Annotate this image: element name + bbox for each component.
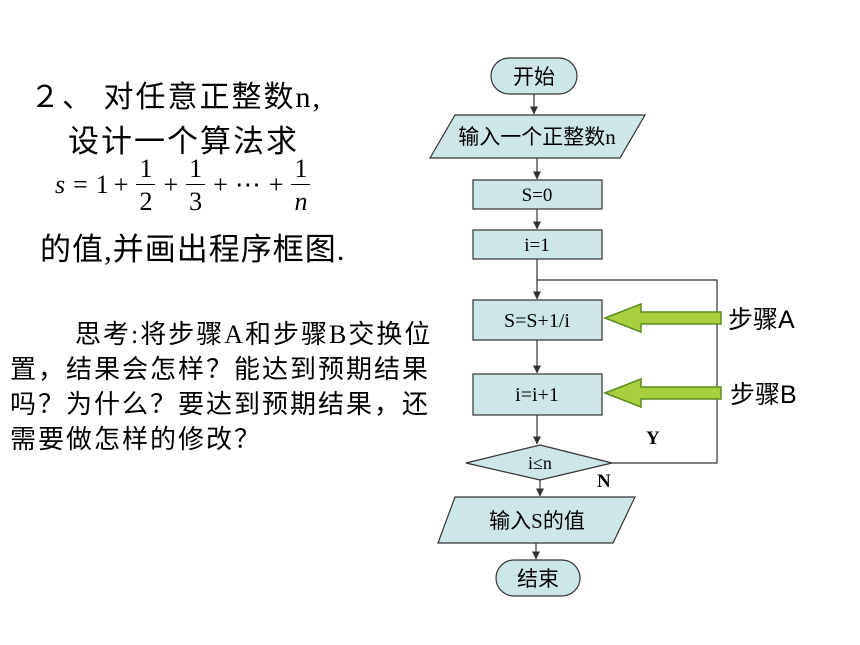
step-b-box [472, 373, 603, 416]
step-b-pointer-arrow [602, 377, 722, 409]
fraction-denominator: 3 [189, 187, 203, 216]
formula-first-term: 1 [95, 170, 109, 199]
output-parallelogram [437, 496, 636, 544]
question-line-4: 需要做怎样的修改？ [10, 425, 263, 454]
init-s-label: S=0 [522, 185, 553, 206]
question-line-1: 思考:将步骤A和步骤B交换位 [75, 320, 433, 349]
init-i-box [472, 229, 603, 260]
formula-plus: + [163, 170, 179, 199]
step-b-box-label: i=i+1 [515, 384, 559, 406]
problem-line-1: ２、 对任意正整数n, [30, 81, 322, 114]
step-a-box-label: S=S+1/i [504, 310, 570, 332]
problem-line-2: 设计一个算法求 [68, 124, 299, 159]
fraction-denominator: n [294, 187, 308, 216]
loop-back-line [537, 279, 718, 464]
start-terminal [490, 57, 578, 95]
no-label: N [597, 471, 611, 492]
input-parallelogram [428, 114, 647, 159]
formula-plus: + [213, 170, 228, 199]
step-a-box [472, 299, 603, 341]
step-a-pointer-arrow [602, 302, 722, 334]
fraction-numerator: 1 [291, 154, 311, 185]
init-s-box [472, 179, 603, 210]
question-line-2: 置，结果会怎样？能达到预期结果 [10, 355, 431, 384]
problem-line-4: 的值,并画出程序框图. [40, 232, 346, 267]
step-a-label: 步骤A [728, 306, 795, 334]
formula-fraction-1-over-n: 1 n [291, 154, 311, 216]
formula-variable-s: s [55, 170, 66, 199]
fraction-denominator: 2 [139, 187, 153, 216]
end-label: 结束 [517, 567, 559, 591]
formula-ellipsis: ⋯ [234, 170, 262, 199]
condition-diamond [465, 444, 613, 481]
output-label: 输入S的值 [489, 509, 585, 533]
condition-label: i≤n [528, 453, 552, 473]
fraction-numerator: 1 [186, 154, 206, 185]
start-label: 开始 [513, 65, 555, 89]
fraction-numerator: 1 [136, 154, 156, 185]
yes-label: Y [646, 428, 660, 449]
formula-fraction-half: 1 2 [136, 154, 156, 216]
formula-equals: = [73, 170, 88, 199]
formula-fraction-third: 1 3 [186, 154, 206, 216]
step-b-label: 步骤B [730, 381, 797, 409]
formula-plus: + [268, 170, 284, 199]
input-label: 输入一个正整数n [458, 125, 616, 149]
question-line-3: 吗？为什么？要达到预期结果，还 [10, 390, 431, 419]
init-i-label: i=1 [524, 235, 550, 256]
end-terminal [495, 559, 581, 597]
sum-formula: s = 1 + 1 2 + 1 3 + ⋯ + 1 n [55, 146, 313, 224]
formula-plus: + [113, 170, 129, 199]
